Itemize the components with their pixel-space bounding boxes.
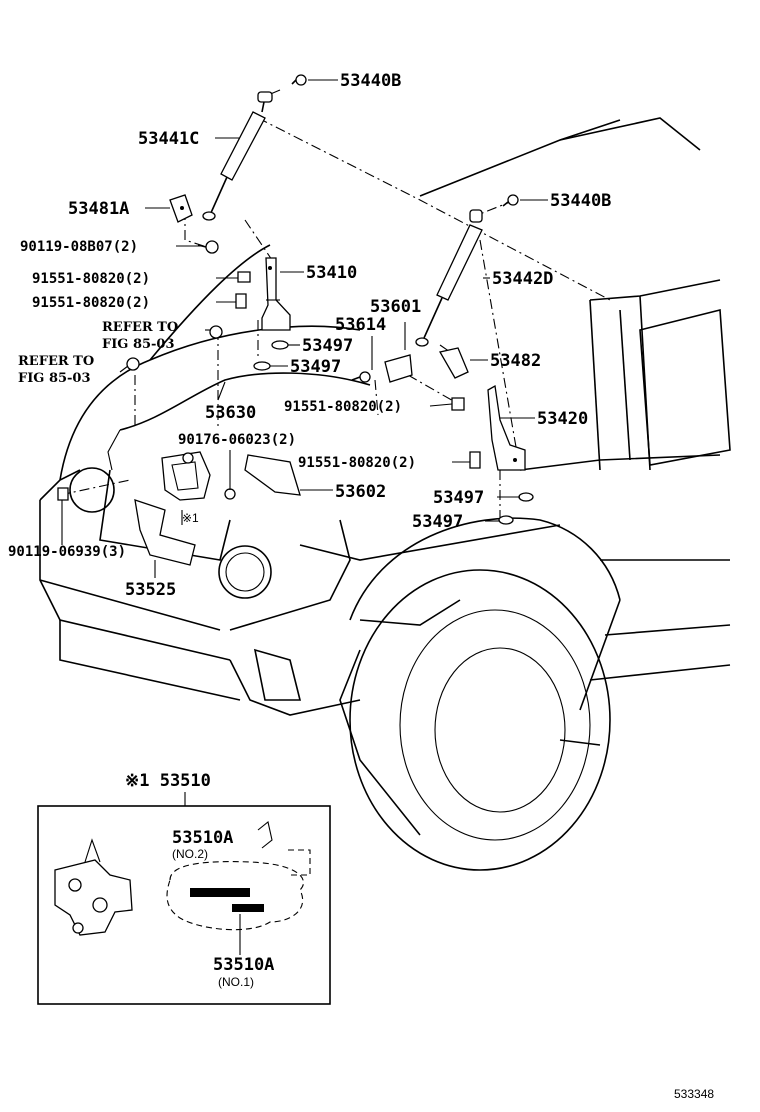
figure-id: 533348: [674, 1087, 714, 1101]
label-no2: (NO.2): [172, 847, 208, 861]
hood-lock-assembly: [161, 451, 236, 501]
inset-53510: ※1 53510 53510A (NO.2) 53510A (NO.1): [37, 771, 331, 1005]
release-cable-53630: [107, 372, 371, 471]
label-91551-a: 91551-80820(2): [32, 271, 150, 287]
label-refer2-a: REFER TO: [18, 354, 94, 369]
hood-hinge-left: [261, 257, 291, 331]
label-90119-08b07: 90119-08B07(2): [20, 239, 138, 255]
label-53440b-right: 53440B: [550, 191, 611, 211]
bracket-53482: [438, 347, 469, 379]
bolt-90119-08b07: [197, 240, 219, 254]
label-53601: 53601: [370, 297, 421, 317]
ball-stud-53440b: [291, 74, 519, 207]
label-53482: 53482: [490, 351, 541, 371]
label-53440b-top: 53440B: [340, 71, 401, 91]
label-no1: (NO.1): [218, 975, 254, 989]
hood-hinge-right: [487, 384, 526, 471]
label-90119-06939: 90119-06939(3): [8, 544, 126, 560]
label-53481a: 53481A: [68, 199, 129, 219]
label-91551-d: 91551-80820(2): [298, 455, 416, 471]
inset-title: ※1 53510: [125, 771, 211, 791]
label-refer2-b: FIG 85-03: [18, 371, 91, 386]
label-53602: 53602: [335, 482, 386, 502]
hood-lock-control-53601: [351, 354, 413, 383]
hood-support-strut-right: [415, 209, 483, 347]
label-53497-c: 53497: [433, 488, 484, 508]
label-53497-a: 53497: [302, 336, 353, 356]
part-labels: 53440B 53441C 53481A 90119-08B07(2) 9155…: [8, 71, 611, 600]
hood-lock-base-53525: [134, 499, 196, 566]
label-refer1-a: REFER TO: [102, 320, 178, 335]
label-53525: 53525: [125, 580, 176, 600]
bracket-53481a: [169, 194, 193, 223]
label-53630: 53630: [205, 403, 256, 423]
label-53410: 53410: [306, 263, 357, 283]
refer-nuts: [126, 325, 223, 371]
label-53510a-top: 53510A: [172, 828, 233, 848]
label-90176: 90176-06023(2): [178, 432, 296, 448]
label-refer1-b: FIG 85-03: [102, 337, 175, 352]
leader-lines: [61, 79, 548, 578]
bolt-90119-06939: [57, 487, 69, 501]
label-53614: 53614: [335, 315, 386, 335]
label-53420: 53420: [537, 409, 588, 429]
vehicle-body-outline: [39, 117, 731, 871]
hood-support-strut-left: [202, 91, 273, 221]
bolts-91551-right: [451, 397, 481, 469]
label-53497-b: 53497: [290, 357, 341, 377]
label-53442d: 53442D: [492, 269, 553, 289]
label-91551-b: 91551-80820(2): [32, 295, 150, 311]
label-53497-d: 53497: [412, 512, 463, 532]
label-mark1: ※1: [182, 511, 199, 525]
label-53510a-bottom: 53510A: [213, 955, 274, 975]
bolts-91551-left: [235, 271, 251, 309]
label-53441c: 53441C: [138, 129, 199, 149]
hood-lock-support-53602: [244, 454, 301, 496]
label-91551-c: 91551-80820(2): [284, 399, 402, 415]
